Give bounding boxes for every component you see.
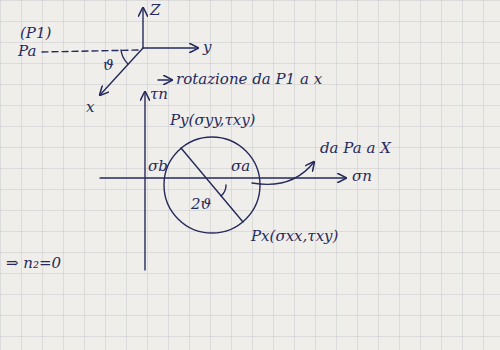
note-text: ⇒ n₂=0 xyxy=(6,255,61,272)
axis-label: τn xyxy=(150,86,168,103)
x-axis xyxy=(100,48,143,95)
stress-label: σb xyxy=(148,158,168,175)
rotation-arrow xyxy=(158,79,172,80)
theta-arc xyxy=(121,50,128,64)
tau-axis xyxy=(144,92,145,270)
note-text: da Pa a X xyxy=(320,140,391,157)
pa-dashed-line xyxy=(42,50,140,52)
axis-label: x xyxy=(86,99,94,116)
point-label: (P1) xyxy=(20,25,51,42)
z-axis xyxy=(142,8,143,48)
axis-label: σn xyxy=(352,168,372,185)
note-text: rotazione da P1 a x xyxy=(176,71,322,88)
axis-label: y xyxy=(203,39,211,56)
mohr-circle xyxy=(164,137,260,233)
y-axis xyxy=(143,47,198,48)
angle-label: 2ϑ xyxy=(191,196,211,213)
angle-label: ϑ xyxy=(103,57,114,74)
sigma-axis xyxy=(100,177,346,178)
point-label: Px(σxx,τxy) xyxy=(251,228,338,245)
two-theta-arc xyxy=(221,185,226,196)
stress-label: σa xyxy=(231,158,250,175)
axis-label: Z xyxy=(150,2,160,19)
point-label: Py(σyy,τxy) xyxy=(170,112,255,129)
rotation-curved-arrow xyxy=(252,162,314,184)
point-label: Pa xyxy=(18,43,36,60)
